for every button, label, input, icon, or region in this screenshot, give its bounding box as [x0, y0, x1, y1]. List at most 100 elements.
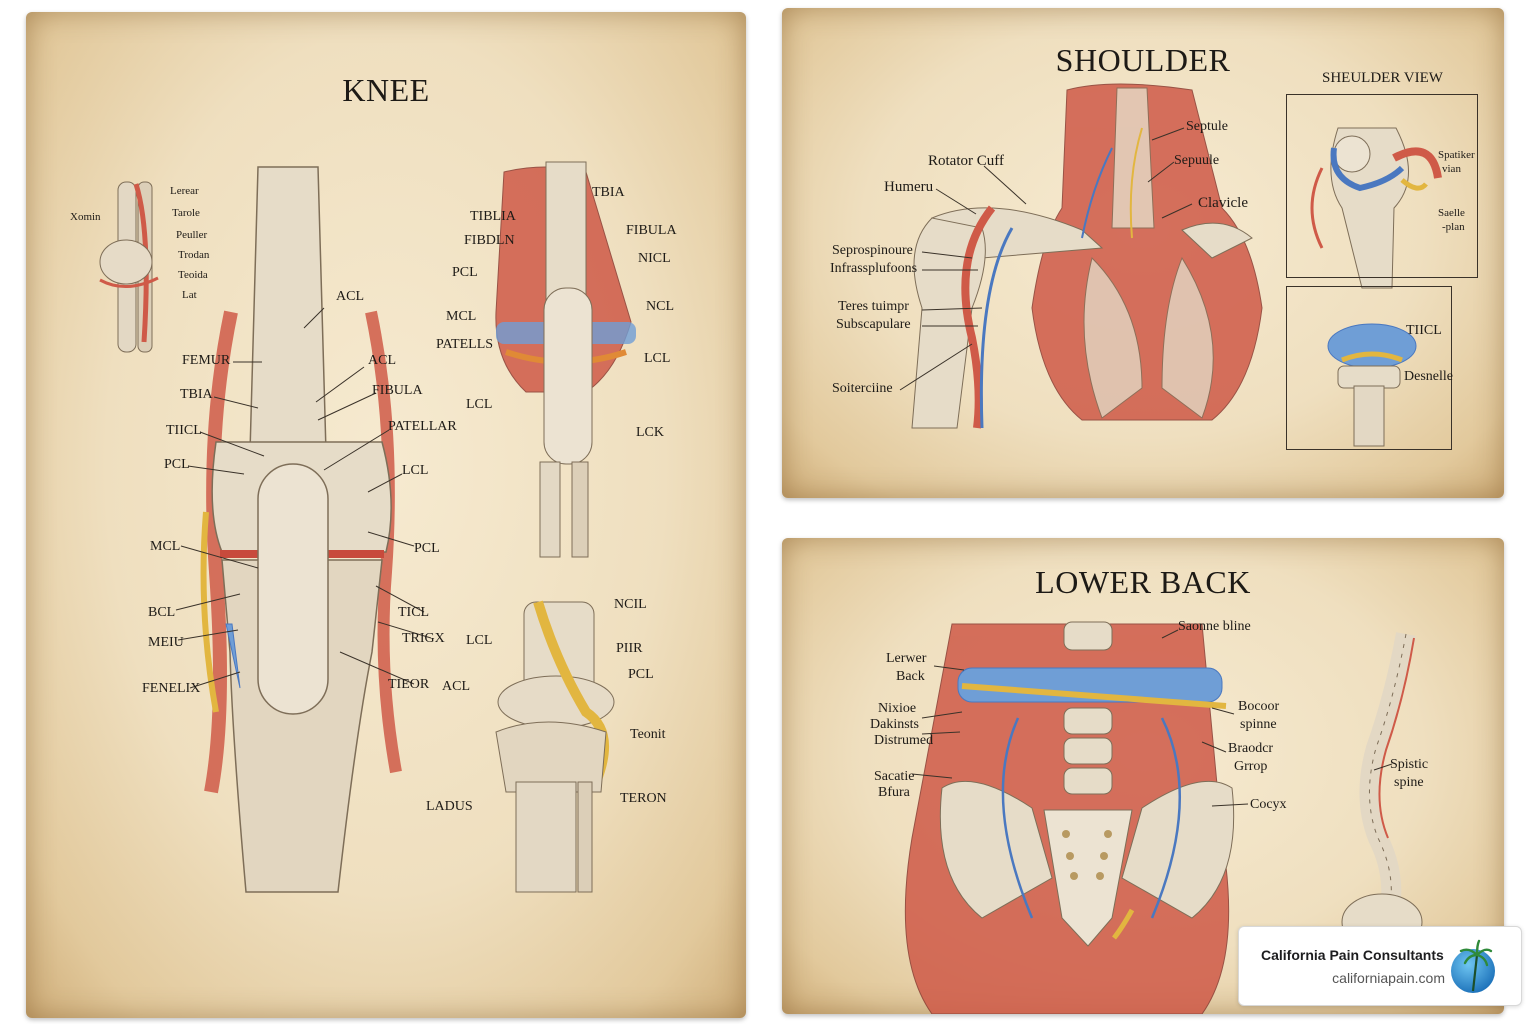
knee-label: PATELLAR [388, 419, 457, 434]
knee-label: PIIR [616, 641, 643, 656]
knee-label: TICL [398, 605, 430, 620]
knee-label: FIBDLN [464, 233, 515, 248]
knee-label: Teoida [178, 269, 208, 281]
shoulder-view-label: Saelle [1438, 207, 1465, 219]
knee-label: BCL [148, 605, 176, 620]
knee-label: TBIA [180, 387, 213, 402]
brand-badge[interactable]: California Pain Consultants californiapa… [1238, 926, 1522, 1006]
lower-back-leader-lines [911, 629, 1393, 807]
lower-back-label: Saonne bline [1178, 619, 1251, 634]
knee-panel: KNEE [26, 12, 746, 1018]
knee-label: LCK [636, 425, 664, 440]
knee-label: TIICL [166, 423, 202, 438]
knee-label: TBIA [592, 185, 625, 200]
shoulder-view-box [1286, 94, 1478, 278]
shoulder-view-label: vian [1442, 163, 1461, 175]
shoulder-label: Sepuule [1174, 153, 1220, 168]
knee-label: Tarole [172, 207, 200, 219]
shoulder-leader-lines [899, 127, 1193, 391]
knee-label: LCL [466, 397, 493, 412]
lower-back-panel: LOWER BACK [782, 538, 1504, 1014]
knee-label: Lerear [170, 185, 199, 197]
knee-label: Teonit [630, 727, 666, 742]
knee-main-view [200, 166, 402, 893]
shoulder-label: Infrassplufoons [830, 261, 918, 276]
knee-label: TIBLIA [470, 209, 516, 224]
lower-back-label: Bocoor [1238, 699, 1280, 714]
lower-back-spine-side-view [1341, 632, 1423, 951]
knee-label: MEIU [148, 635, 184, 650]
lower-back-side-label: spine [1394, 775, 1424, 790]
knee-label: LADUS [426, 799, 473, 814]
knee-illustration [99, 161, 636, 893]
lower-back-label: Braodcr [1228, 741, 1274, 756]
knee-front-view [495, 161, 636, 558]
knee-label: PATELLS [436, 337, 494, 352]
knee-label: Lat [182, 289, 197, 301]
shoulder-label: Subscapulare [836, 317, 911, 332]
shoulder-panel: SHOULDER [782, 8, 1504, 498]
knee-label: NCIL [614, 597, 647, 612]
shoulder-view-label: Spatiker [1438, 149, 1475, 161]
knee-leader-lines [175, 307, 432, 689]
shoulder-main-view [911, 83, 1263, 429]
knee-label: FENELIX [142, 681, 201, 696]
knee-label: PCL [414, 541, 440, 556]
knee-label: FIBULA [372, 383, 423, 398]
shoulder-view-label: -plan [1442, 221, 1465, 233]
knee-small-view [99, 181, 159, 353]
shoulder-view-label: Desnelle [1404, 369, 1453, 384]
knee-label: MCL [446, 309, 477, 324]
knee-label: ACL [336, 289, 364, 304]
knee-label: NICL [638, 251, 671, 266]
knee-label: Xomin [70, 211, 101, 223]
knee-label: PCL [628, 667, 654, 682]
lower-back-label: spinne [1240, 717, 1277, 732]
lower-back-side-label: Spistic [1390, 757, 1429, 772]
knee-label: ACL [442, 679, 470, 694]
shoulder-lower-view [1327, 323, 1417, 447]
shoulder-side-view [1310, 127, 1442, 289]
shoulder-view-label: TIICL [1406, 323, 1442, 338]
shoulder-label: Humeru [884, 179, 934, 195]
knee-label: PCL [164, 457, 190, 472]
knee-label: PCL [452, 265, 478, 280]
lower-back-label: Dakinsts [870, 717, 919, 732]
brand-name: California Pain Consultants [1261, 947, 1444, 963]
shoulder-illustration [899, 83, 1442, 447]
lower-back-label: Grrop [1234, 759, 1268, 774]
knee-label: FEMUR [182, 353, 231, 368]
shoulder-label: Teres tuimpr [838, 299, 909, 314]
lower-back-title: LOWER BACK [1035, 564, 1251, 600]
knee-label: MCL [150, 539, 181, 554]
knee-lower-view [495, 600, 615, 893]
knee-label: LCL [402, 463, 429, 478]
knee-label: TIEOR [388, 677, 430, 692]
lower-back-label: Nixioe [878, 701, 917, 716]
lower-back-label: Sacatie [874, 769, 915, 784]
knee-label: LCL [644, 351, 671, 366]
knee-label: ACL [368, 353, 396, 368]
knee-title: KNEE [342, 72, 430, 108]
knee-label: TERON [620, 791, 667, 806]
shoulder-view-title: SHEULDER VIEW [1322, 70, 1443, 86]
knee-label: LCL [466, 633, 493, 648]
brand-url[interactable]: californiapain.com [1332, 970, 1445, 986]
lower-back-main-view [904, 621, 1235, 1014]
lower-back-label: Bfura [878, 785, 910, 800]
shoulder-label: Clavicle [1198, 195, 1248, 211]
shoulder-label: Soiterciine [832, 381, 893, 396]
shoulder-label: Rotator Cuff [928, 153, 1004, 169]
lower-back-label: Cocyx [1250, 797, 1287, 812]
shoulder-label: Seprospinoure [832, 243, 913, 258]
lower-back-label: Distrumed [874, 733, 934, 748]
lower-back-label: Lerwer [886, 651, 927, 666]
knee-label: Trodan [178, 249, 210, 261]
shoulder-label: Septule [1186, 119, 1228, 134]
lower-back-label: Back [896, 669, 925, 684]
knee-label: NCL [646, 299, 674, 314]
knee-label: TRIGX [402, 631, 445, 646]
palm-tree-globe-icon [1451, 939, 1495, 993]
shoulder-lower-view-box [1286, 286, 1452, 450]
knee-label: FIBULA [626, 223, 677, 238]
